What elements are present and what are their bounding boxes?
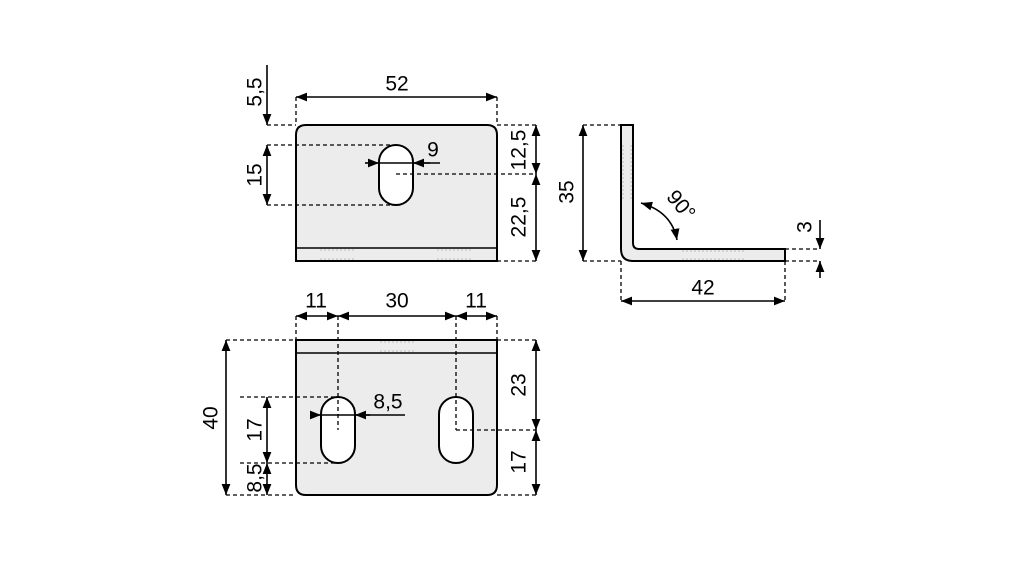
angle-profile <box>620 124 786 262</box>
bottom-view: 11 30 11 40 17 8,5 8,5 23 17 <box>200 290 541 496</box>
top-view: 52 5,5 15 9 12,5 22,5 <box>244 65 541 262</box>
slot-hole <box>378 144 414 206</box>
dim-thickness: 3 <box>794 221 817 233</box>
dim-length: 42 <box>691 277 714 300</box>
dim-bottom-offset: 8,5 <box>244 463 267 492</box>
dim-top-offset: 5,5 <box>244 77 267 106</box>
dim-width: 52 <box>385 73 408 96</box>
dim-slot-width: 9 <box>427 139 439 162</box>
dim-height: 40 <box>200 406 223 429</box>
dim-hole-spacing: 30 <box>385 290 408 313</box>
dim-slot-width: 8,5 <box>373 391 402 414</box>
dim-right-lower: 22,5 <box>508 197 531 238</box>
dim-slot-length: 17 <box>244 418 267 441</box>
dim-height: 35 <box>556 180 579 203</box>
dim-right-upper: 23 <box>508 373 531 396</box>
dim-right-margin: 11 <box>465 290 487 313</box>
dim-right-lower: 17 <box>508 450 531 473</box>
dim-right-upper: 12,5 <box>508 130 531 171</box>
side-view: 35 42 3 90° <box>556 124 825 306</box>
dim-left-margin: 11 <box>305 290 327 313</box>
dim-slot-length: 15 <box>244 163 267 186</box>
